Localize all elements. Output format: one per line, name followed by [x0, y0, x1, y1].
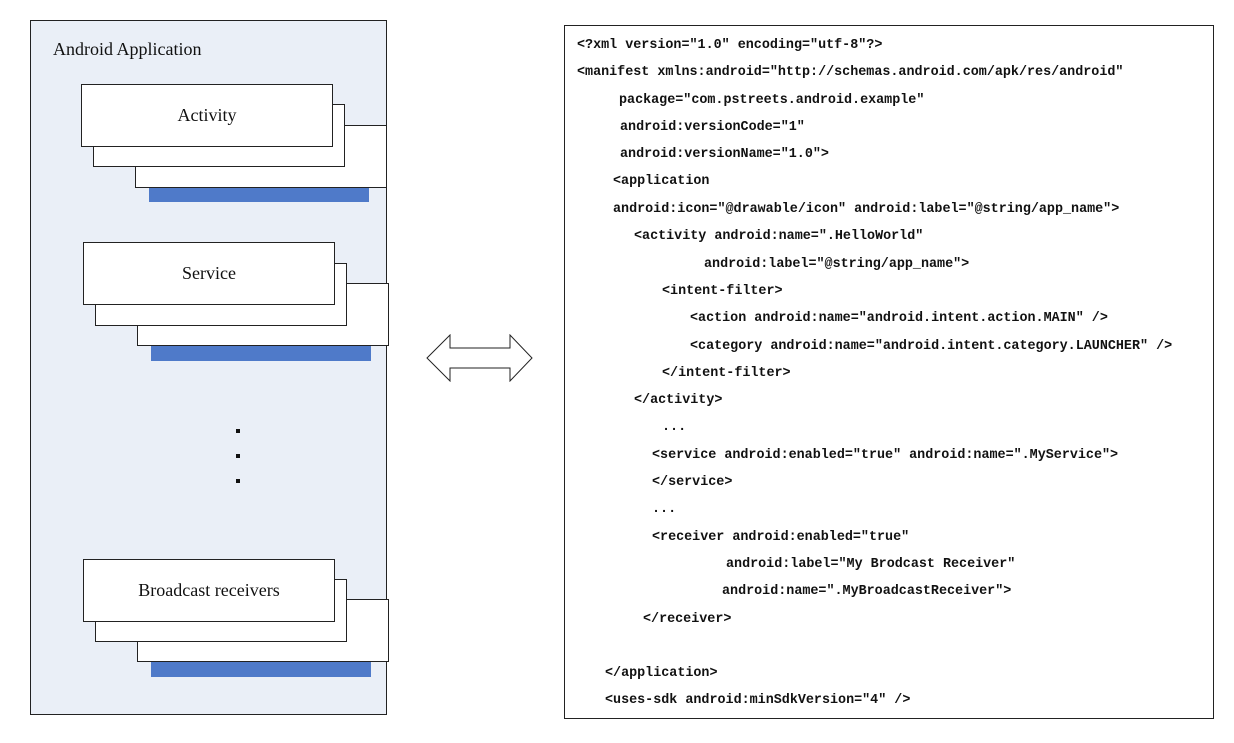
code-line: <uses-sdk android:minSdkVersion="4" />	[605, 693, 911, 708]
code-line: ...	[662, 420, 687, 435]
code-line: android:versionCode="1"	[620, 120, 805, 135]
code-line: <receiver android:enabled="true"	[652, 530, 910, 545]
code-line: android:icon="@drawable/icon" android:la…	[613, 202, 1120, 217]
code-line: </activity>	[634, 393, 723, 408]
panel-title: Android Application	[53, 39, 202, 59]
code-line: android:versionName="1.0">	[620, 147, 829, 162]
activity-box: Activity	[81, 84, 333, 147]
double-arrow-icon	[426, 334, 533, 382]
code-line: android:name=".MyBroadcastReceiver">	[722, 584, 1012, 599]
android-application-panel: Android Application Activity Service Bro…	[30, 20, 389, 715]
code-line: <action android:name="android.intent.act…	[690, 311, 1108, 326]
broadcast-receivers-box: Broadcast receivers	[83, 559, 335, 622]
code-line: </intent-filter>	[662, 366, 791, 381]
code-line: <service android:enabled="true" android:…	[652, 448, 1119, 463]
code-line: android:label="My Brodcast Receiver"	[726, 557, 1016, 572]
manifest-code-panel: <?xml version="1.0" encoding="utf-8"?> <…	[564, 25, 1214, 719]
code-line: <application	[613, 174, 710, 189]
code-line: <category android:name="android.intent.c…	[690, 339, 1173, 354]
code-line: <activity android:name=".HelloWorld"	[634, 229, 924, 244]
vertical-ellipsis	[236, 429, 240, 504]
code-line: <intent-filter>	[662, 284, 783, 299]
code-line: </application>	[605, 666, 718, 681]
code-line: </receiver>	[643, 612, 732, 627]
code-line: </service>	[652, 475, 733, 490]
code-line: <?xml version="1.0" encoding="utf-8"?>	[577, 38, 883, 53]
code-line: android:label="@string/app_name">	[704, 257, 970, 272]
code-line: package="com.pstreets.android.example"	[619, 93, 925, 108]
code-line: ...	[652, 502, 677, 517]
code-line: <manifest xmlns:android="http://schemas.…	[577, 65, 1124, 80]
service-box: Service	[83, 242, 335, 305]
